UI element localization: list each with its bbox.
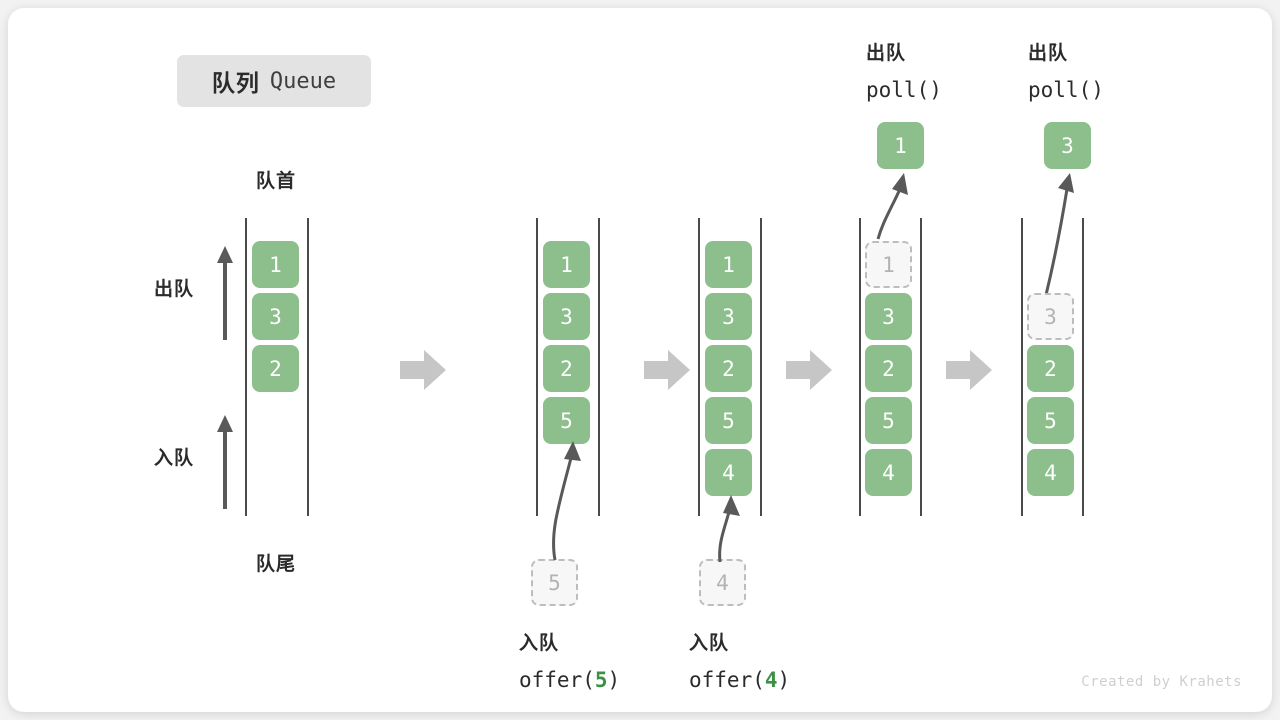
queue-node: 3 [252,293,299,340]
queue-node: 5 [865,397,912,444]
removed-node-ghost: 1 [865,241,912,288]
pending-node-ghost: 5 [531,559,578,606]
operation-label-poll-3: 出队 poll() [1028,36,1104,108]
removed-node-ghost: 3 [1027,293,1074,340]
popped-node: 3 [1044,122,1091,169]
queue-node: 4 [1027,449,1074,496]
queue-rail-right-5 [1082,218,1084,516]
operation-name-cn: 出队 [1028,43,1069,64]
rear-label: 队尾 [255,554,296,575]
queue-rail-right-2 [598,218,600,516]
transition-arrow-icon [946,350,992,390]
diagram-title-badge: 队列 Queue [177,55,371,107]
queue-node: 3 [705,293,752,340]
queue-node: 2 [543,345,590,392]
enqueue-direction-arrow-icon [217,415,233,509]
queue-rail-left-2 [536,218,538,516]
popped-node: 1 [877,122,924,169]
diagram-card: 队列 Queue 队首 1 3 2 出队 入队 队尾 1 3 2 5 5 入队 [8,8,1272,712]
queue-node: 3 [543,293,590,340]
queue-rail-left-5 [1021,218,1023,516]
transition-arrow-icon [400,350,446,390]
queue-node: 5 [1027,397,1074,444]
queue-node: 4 [865,449,912,496]
queue-node: 2 [1027,345,1074,392]
operation-label-offer-4: 入队 offer(4) [689,626,790,698]
operation-code: poll() [1028,78,1104,102]
transition-arrow-icon [786,350,832,390]
operation-code: offer(5) [519,668,621,692]
title-english: Queue [269,68,337,94]
queue-node-new: 4 [705,449,752,496]
queue-node: 1 [252,241,299,288]
operation-code: offer(4) [689,668,791,692]
title-chinese: 队列 [211,70,260,96]
enqueue-side-label: 入队 [154,448,195,469]
queue-rail-left-3 [698,218,700,516]
operation-label-poll-1: 出队 poll() [866,36,942,108]
queue-node: 2 [252,345,299,392]
queue-node: 3 [865,293,912,340]
queue-rail-right-1 [307,218,309,516]
enqueue-flow-arrow-icon [552,441,581,561]
queue-rail-left-4 [859,218,861,516]
operation-code: poll() [866,78,942,102]
operation-name-cn: 出队 [866,43,907,64]
queue-node: 2 [705,345,752,392]
queue-node: 1 [543,241,590,288]
enqueue-flow-arrow-icon [718,495,740,563]
dequeue-flow-arrow-icon [1044,173,1074,296]
queue-rail-right-4 [920,218,922,516]
queue-node: 2 [865,345,912,392]
queue-rail-left-1 [245,218,247,516]
queue-node: 1 [705,241,752,288]
dequeue-flow-arrow-icon [876,173,908,240]
queue-rail-right-3 [760,218,762,516]
operation-name-cn: 入队 [519,633,560,654]
credit-text: Created by Krahets [1081,674,1242,690]
queue-node: 5 [705,397,752,444]
queue-node-new: 5 [543,397,590,444]
transition-arrow-icon [644,350,690,390]
operation-label-offer-5: 入队 offer(5) [519,626,620,698]
operation-name-cn: 入队 [689,633,730,654]
dequeue-side-label: 出队 [154,279,195,300]
dequeue-direction-arrow-icon [217,246,233,340]
pending-node-ghost: 4 [699,559,746,606]
front-label: 队首 [255,171,296,192]
